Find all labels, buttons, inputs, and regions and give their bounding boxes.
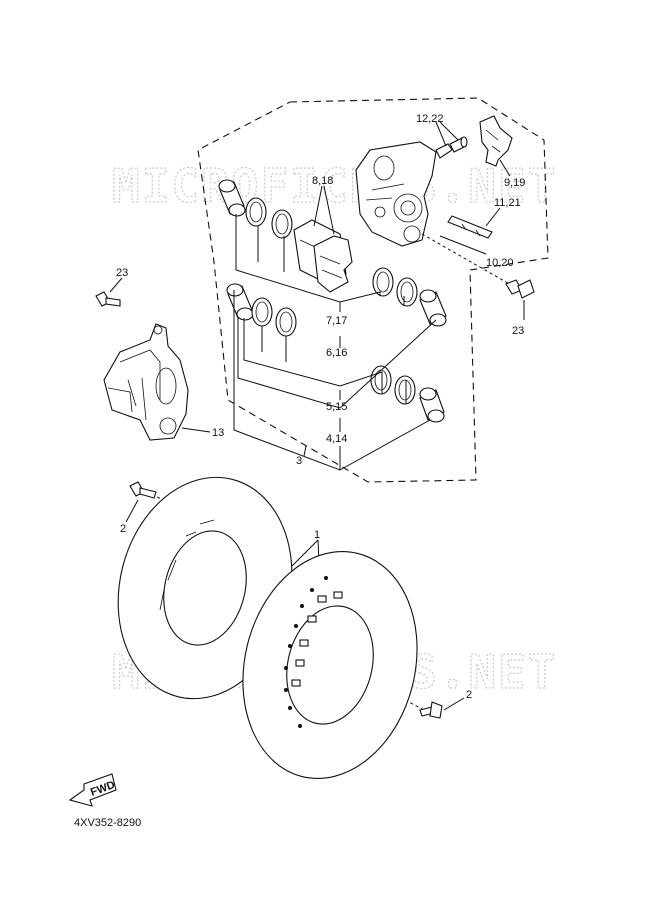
- disc-float-button: [317, 595, 327, 603]
- callout-7-17: 7,17: [326, 315, 347, 327]
- fwd-arrow-icon: FWD: [68, 773, 117, 807]
- callout-3: 3: [296, 455, 302, 467]
- callout-10-20: 10,20: [486, 257, 514, 269]
- upper-seal-2: [271, 209, 293, 239]
- upper-piston-right: [419, 289, 447, 327]
- upper-piston-left: [218, 179, 246, 217]
- lower-seal-1: [251, 297, 273, 327]
- brake-pads-part: [293, 219, 353, 293]
- callout-13: 13: [212, 427, 224, 439]
- upper-seal-1: [245, 197, 267, 227]
- callout-23-right: 23: [512, 325, 524, 337]
- callout-8-18: 8,18: [312, 175, 333, 187]
- bleed-screw-part: [435, 136, 468, 159]
- lower-seal-4: [394, 375, 416, 405]
- bolt-2-left: [129, 481, 157, 499]
- callout-2-left: 2: [120, 523, 126, 535]
- callout-9-19: 9,19: [504, 177, 525, 189]
- caliper-kit-boundary: [197, 97, 549, 483]
- upper-seal-3: [372, 267, 394, 297]
- lower-piston-left: [226, 283, 254, 321]
- caliper-assembly-13: [103, 323, 189, 441]
- callout-4-14: 4,14: [326, 433, 347, 445]
- lower-seal-3: [370, 365, 392, 395]
- caliper-body-part: [355, 141, 437, 247]
- callout-6-16: 6,16: [326, 347, 347, 359]
- disc-holes: [284, 576, 328, 728]
- callout-12-22: 12,22: [416, 113, 444, 125]
- lower-seal-2: [275, 307, 297, 337]
- pad-spring-part: [479, 115, 513, 167]
- bolt-23-right: [505, 279, 535, 299]
- brake-disc-front: [242, 550, 418, 780]
- bolt-2-right: [419, 701, 443, 719]
- callout-23-left: 23: [116, 267, 128, 279]
- leader-lines: [109, 121, 525, 711]
- watermark-top: MICROFICHES.NET: [112, 159, 557, 213]
- diagram-code: 4XV352-8290: [74, 817, 141, 829]
- callout-11-21: 11,21: [494, 197, 521, 209]
- lower-piston-right: [419, 387, 445, 423]
- pad-pin-part: [447, 215, 493, 239]
- upper-seal-4: [396, 277, 418, 307]
- callout-1: 1: [314, 529, 320, 541]
- bolt-23-left: [95, 291, 121, 307]
- callout-5-15: 5,15: [326, 401, 347, 413]
- callout-2-right: 2: [466, 689, 472, 701]
